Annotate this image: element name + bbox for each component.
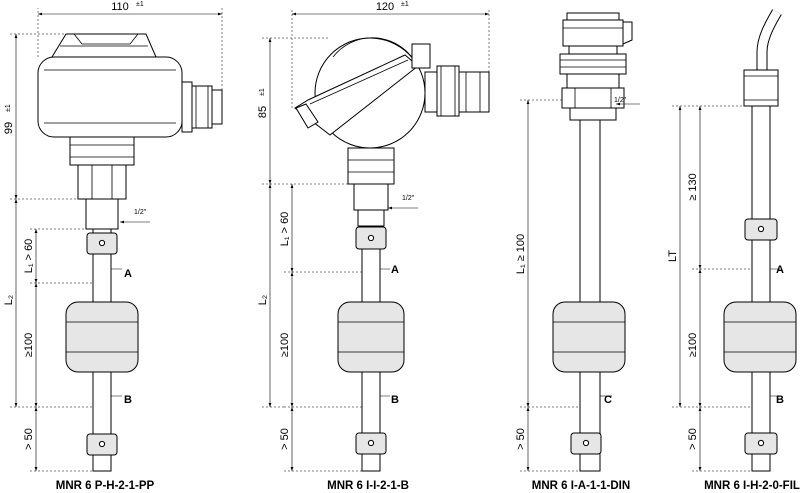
- s4-point-a: A: [776, 264, 784, 276]
- s1-l1-dim: L₁ > 60: [23, 239, 35, 274]
- s1-width-tol: ±1: [136, 1, 144, 8]
- s4-point-b: B: [776, 394, 784, 406]
- sensor-1-drawing: [10, 8, 223, 472]
- s1-point-a: A: [124, 268, 132, 280]
- s1-height-dim: 99: [3, 122, 15, 134]
- s2-l1-dim: L₁ > 60: [279, 212, 291, 247]
- s2-point-b: B: [391, 394, 399, 406]
- s2-point-a: A: [391, 264, 399, 276]
- s1-thread: 1/2": [134, 209, 147, 216]
- s2-thread: 1/2": [402, 195, 415, 202]
- s3-model-label: MNR 6 I-A-1-1-DIN: [532, 480, 630, 492]
- s3-point-c: C: [604, 394, 612, 406]
- s1-bottom-dim: > 50: [23, 428, 35, 450]
- sensor-4-drawing: [672, 9, 797, 472]
- s2-l2-dim: L₂: [257, 295, 269, 305]
- sensor-3-drawing: [520, 12, 640, 472]
- s1-point-b: B: [124, 394, 132, 406]
- s1-mid-dim: ≥100: [23, 333, 35, 357]
- s2-width-tol: ±1: [401, 1, 409, 8]
- s2-height-dim: 85: [257, 106, 269, 118]
- s2-width-dim: 120: [376, 1, 394, 13]
- s3-thread: 1/2": [614, 97, 627, 104]
- s2-height-tol: ±1: [259, 88, 266, 96]
- s3-l1-dim: L₁ ≥ 100: [515, 234, 527, 274]
- s4-bottom-dim: > 50: [687, 428, 699, 450]
- s1-width-dim: 110: [111, 1, 129, 13]
- s4-lt-dim: LT: [667, 250, 679, 262]
- s1-l2-dim: L₂: [3, 295, 15, 305]
- s2-bottom-dim: > 50: [279, 428, 291, 450]
- s1-height-tol: ±1: [5, 104, 12, 112]
- s4-mid-dim: ≥100: [687, 333, 699, 357]
- sensor-2-drawing: [262, 8, 490, 472]
- s2-mid-dim: ≥100: [279, 333, 291, 357]
- s4-model-label: MNR 6 I-H-2-0-FIL: [704, 480, 800, 492]
- s3-bottom-dim: > 50: [515, 428, 527, 450]
- s2-model-label: MNR 6 I-I-2-1-B: [327, 480, 409, 492]
- s1-model-label: MNR 6 P-H-2-1-PP: [56, 480, 155, 492]
- s4-top-dim: ≥ 130: [687, 173, 699, 200]
